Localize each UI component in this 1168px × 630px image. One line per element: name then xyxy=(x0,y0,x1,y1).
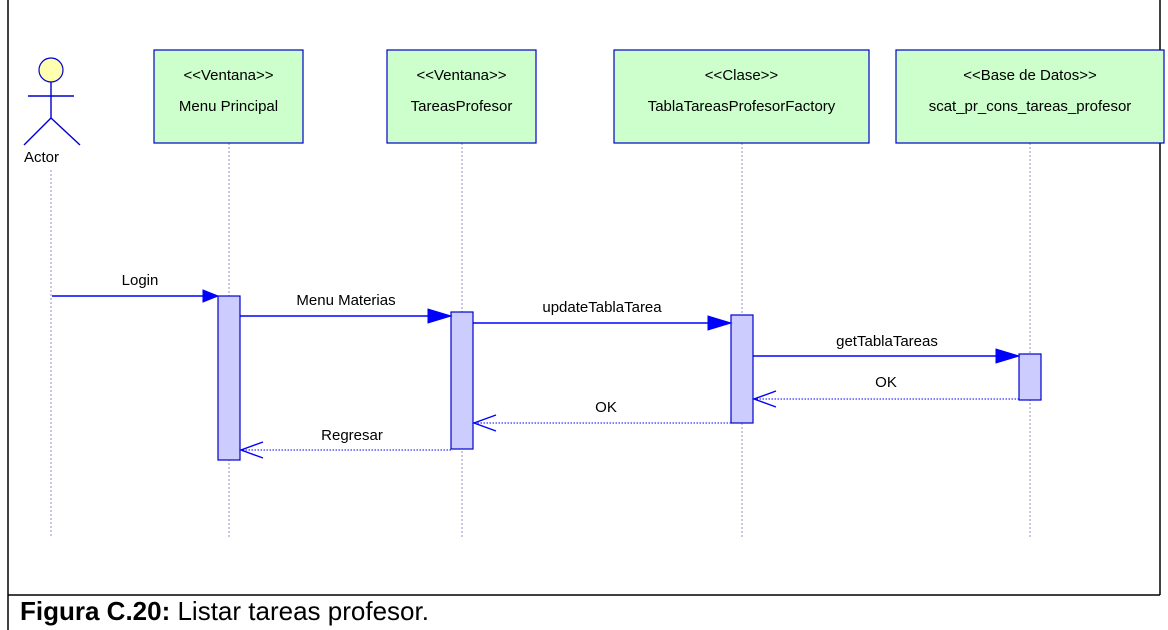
participant-name: Menu Principal xyxy=(179,98,278,115)
message-label: getTablaTareas xyxy=(836,333,938,350)
participant-name: TareasProfesor xyxy=(411,98,513,115)
participant-stereotype: <<Ventana>> xyxy=(183,67,273,84)
open-arrowhead-icon xyxy=(751,390,777,408)
actor-label: Actor xyxy=(24,149,59,166)
message-menu-materias: Menu Materias xyxy=(240,292,453,324)
participant-name: scat_pr_cons_tareas_profesor xyxy=(929,98,1132,115)
message-ok-from-database: OK xyxy=(751,374,1019,408)
message-regresar: Regresar xyxy=(238,427,451,459)
participant-tareas-profesor: <<Ventana>> TareasProfesor xyxy=(386,49,537,144)
actor-head-icon xyxy=(38,57,64,83)
message-label: OK xyxy=(595,399,617,416)
message-update-tabla-tarea: updateTablaTarea xyxy=(473,299,733,331)
arrowhead-icon xyxy=(427,308,453,324)
activation-database xyxy=(1018,353,1042,401)
message-ok-from-factory: OK xyxy=(471,399,731,432)
activation-tareas-profesor xyxy=(450,311,474,450)
participant-stereotype: <<Base de Datos>> xyxy=(963,67,1097,84)
actor: Actor xyxy=(23,57,81,166)
arrowhead-icon xyxy=(707,315,733,331)
arrowhead-icon xyxy=(995,348,1021,364)
figure-title: Listar tareas profesor. xyxy=(170,596,429,626)
actor-body-icon xyxy=(23,82,81,146)
message-label: OK xyxy=(875,374,897,391)
figure-caption: Figura C.20: Listar tareas profesor. xyxy=(20,596,429,627)
open-arrowhead-icon xyxy=(471,414,497,432)
message-login: Login xyxy=(52,272,220,303)
open-arrowhead-icon xyxy=(238,441,264,459)
figure-number: Figura C.20: xyxy=(20,596,171,626)
participant-factory: <<Clase>> TablaTareasProfesorFactory xyxy=(613,49,870,144)
message-label: Menu Materias xyxy=(296,292,395,309)
participant-database: <<Base de Datos>> scat_pr_cons_tareas_pr… xyxy=(895,49,1165,144)
message-label: updateTablaTarea xyxy=(542,299,662,316)
activation-menu-principal xyxy=(217,295,241,461)
message-label: Regresar xyxy=(321,427,383,444)
message-label: Login xyxy=(122,272,159,289)
participant-name: TablaTareasProfesorFactory xyxy=(648,98,836,115)
activation-factory xyxy=(730,314,754,424)
message-get-tabla-tareas: getTablaTareas xyxy=(753,333,1021,364)
participant-stereotype: <<Clase>> xyxy=(705,67,779,84)
participant-stereotype: <<Ventana>> xyxy=(416,67,506,84)
participant-menu-principal: <<Ventana>> Menu Principal xyxy=(153,49,304,144)
arrowhead-icon xyxy=(202,289,220,303)
